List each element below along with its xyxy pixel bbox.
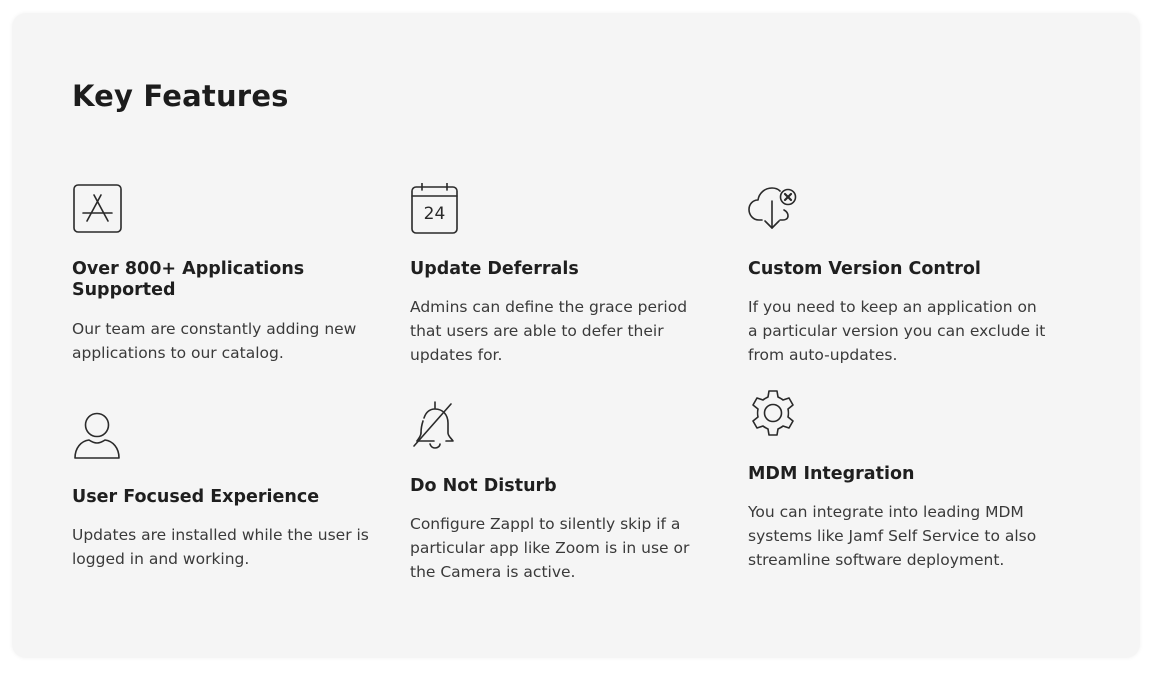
- feature-description: Admins can define the grace period that …: [410, 298, 688, 364]
- feature-description: Updates are installed while the user is …: [72, 526, 369, 568]
- feature-description: Our team are constantly adding new appli…: [72, 320, 357, 362]
- page-title: Key Features: [72, 79, 289, 113]
- calendar-icon: 24: [410, 183, 462, 235]
- feature-title: MDM Integration: [748, 464, 915, 484]
- key-features-card: Key Features Over 800+ Applications Supp…: [12, 13, 1140, 658]
- feature-description: Configure Zappl to silently skip if a pa…: [410, 515, 690, 581]
- gear-icon: [748, 388, 800, 440]
- feature-title: Do Not Disturb: [410, 476, 557, 496]
- feature-title: Custom Version Control: [748, 259, 981, 279]
- bell-off-icon: [410, 400, 462, 452]
- svg-text:24: 24: [424, 204, 446, 224]
- cloud-download-cancel-icon: [748, 183, 800, 235]
- feature-description: If you need to keep an application on a …: [748, 298, 1046, 364]
- app-store-icon: [72, 183, 124, 235]
- feature-title: Over 800+ Applications Supported: [72, 259, 305, 300]
- feature-title: User Focused Experience: [72, 487, 320, 507]
- feature-title: Update Deferrals: [410, 259, 579, 279]
- feature-description: You can integrate into leading MDM syste…: [748, 503, 1037, 569]
- user-icon: [72, 411, 124, 463]
